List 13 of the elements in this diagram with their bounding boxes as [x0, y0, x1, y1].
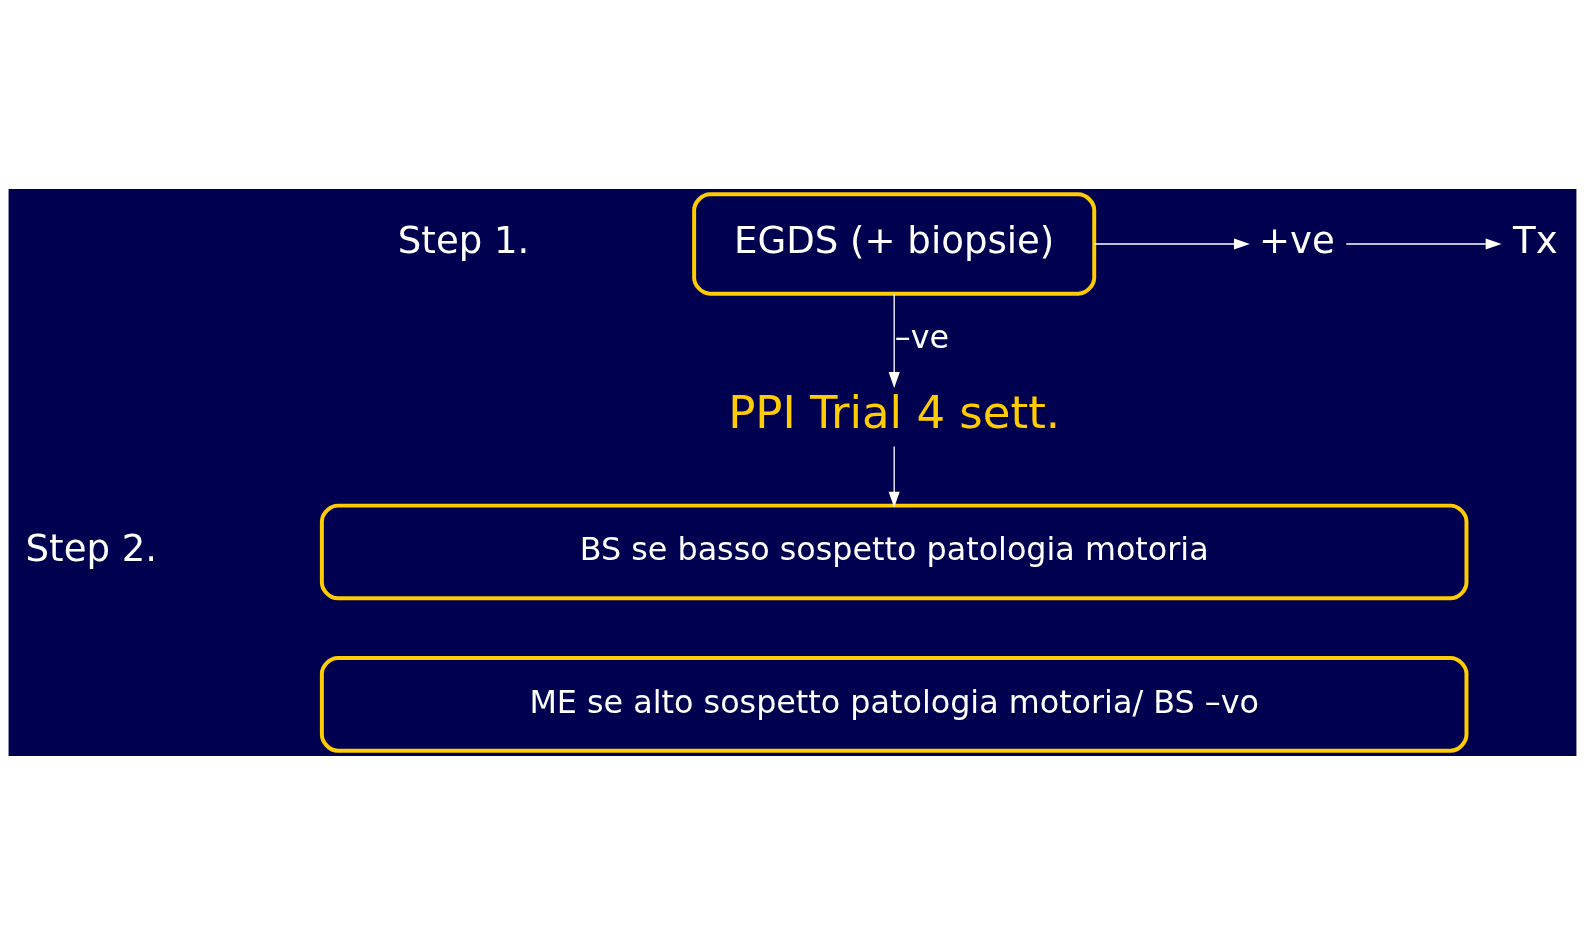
arrow [888, 445, 900, 508]
label: Step 2. [25, 526, 158, 570]
arrow [1093, 237, 1250, 250]
node-box: EGDS (+ biopsie) [692, 191, 1097, 296]
arrow [888, 292, 900, 388]
label: Step 1. [397, 218, 530, 262]
node-box: ME se alto sospetto patologia motoria/ BS –vo [319, 655, 1469, 753]
node-text: Tx [1513, 218, 1558, 262]
node-box: BS se basso sospetto patologia motoria [319, 503, 1469, 600]
edge-label: –ve [894, 317, 950, 355]
node-text: PPI Trial 4 sett. [728, 385, 1061, 439]
node-text: +ve [1258, 218, 1335, 262]
arrow [1345, 237, 1502, 250]
